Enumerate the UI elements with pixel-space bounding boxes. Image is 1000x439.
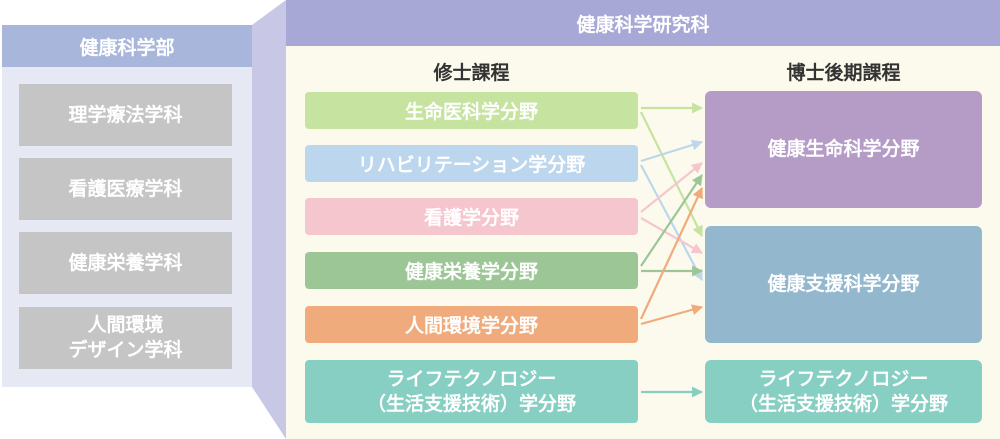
doctor-heading: 博士後期課程 — [786, 61, 901, 84]
connector-shape — [252, 0, 286, 439]
master-heading: 修士課程 — [433, 61, 510, 84]
master-field-life-medical: 生命医科学分野 — [305, 92, 638, 129]
doctor-field-health-support-science: 健康支援科学分野 — [705, 226, 982, 343]
master-field-nutrition: 健康栄養学分野 — [305, 252, 638, 289]
faculty-title: 健康科学部 — [2, 25, 252, 67]
doctor-field-life-technology: ライフテクノロジー （生活支援技術）学分野 — [705, 360, 982, 423]
department-environmental-design: 人間環境 デザイン学科 — [19, 307, 232, 369]
master-field-environment: 人間環境学分野 — [305, 306, 638, 343]
doctor-field-health-life-science: 健康生命科学分野 — [705, 91, 982, 208]
department-physical-therapy: 理学療法学科 — [19, 84, 232, 146]
graduate-title: 健康科学研究科 — [286, 0, 1000, 46]
department-nursing: 看護医療学科 — [19, 158, 232, 220]
master-field-life-technology: ライフテクノロジー （生活支援技術）学分野 — [305, 360, 638, 423]
department-nutrition: 健康栄養学科 — [19, 232, 232, 294]
master-field-rehabilitation: リハビリテーション学分野 — [305, 145, 638, 182]
master-field-nursing: 看護学分野 — [305, 198, 638, 235]
